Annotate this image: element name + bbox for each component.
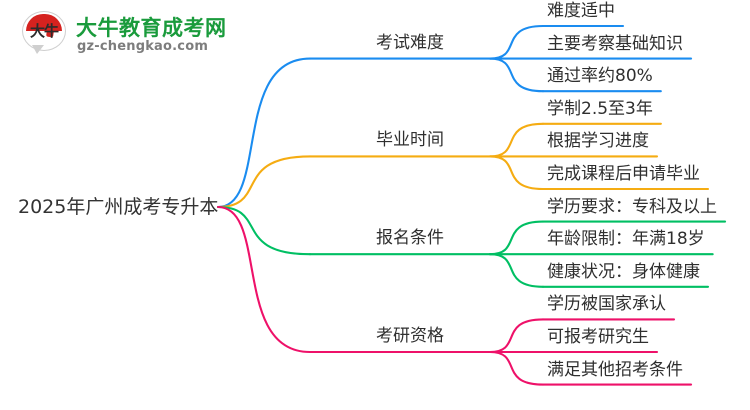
leaf-label-1-3: 通过率约80% — [547, 66, 653, 86]
root-node-label: 2025年广州成考专升本 — [18, 196, 219, 218]
leaf-label-3-2: 年龄限制：年满18岁 — [547, 229, 705, 249]
branch-label-3: 报名条件 — [376, 228, 444, 248]
logo-mark-icon: 大牛 — [22, 11, 68, 57]
logo-mark-text: 大牛 — [29, 22, 59, 40]
leaf-label-3-3: 健康状况：身体健康 — [547, 262, 700, 282]
leaf-label-1-2: 主要考察基础知识 — [547, 34, 683, 54]
logo-red-arc — [26, 14, 62, 31]
logo-site-name: 大牛教育成考网 — [76, 16, 227, 40]
branch-label-2: 毕业时间 — [376, 130, 444, 150]
leaf-label-4-1: 学历被国家承认 — [547, 294, 666, 314]
leaf-label-2-2: 根据学习进度 — [547, 131, 649, 151]
logo-bubble-tail — [32, 45, 44, 54]
logo-site-url: gz-chengkao.com — [77, 39, 209, 54]
site-logo: 大牛 大牛教育成考网 gz-chengkao.com — [22, 8, 226, 60]
leaf-label-1-1: 难度适中 — [547, 1, 615, 21]
leaf-label-2-1: 学制2.5至3年 — [547, 99, 653, 119]
branch-label-4: 考研资格 — [376, 326, 444, 346]
branch-label-1: 考试难度 — [376, 33, 444, 53]
leaf-label-4-2: 可报考研究生 — [547, 327, 649, 347]
leaf-label-2-3: 完成课程后申请毕业 — [547, 164, 700, 184]
leaf-label-3-1: 学历要求：专科及以上 — [547, 197, 717, 217]
leaf-label-4-3: 满足其他招考条件 — [547, 360, 683, 380]
